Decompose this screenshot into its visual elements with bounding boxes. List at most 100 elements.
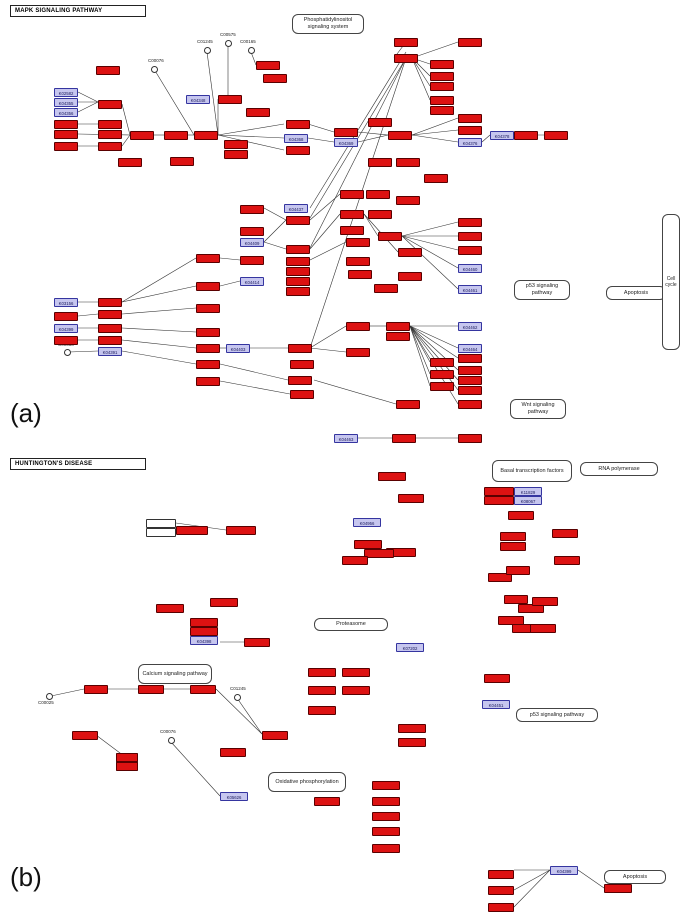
gene-node[interactable] (430, 96, 454, 105)
node-k07202[interactable]: K07202 (396, 643, 424, 652)
gene-node[interactable] (190, 618, 218, 627)
gene-node[interactable] (458, 218, 482, 227)
gene-node[interactable] (196, 377, 220, 386)
gene-node[interactable] (84, 685, 108, 694)
gene-node[interactable] (308, 668, 336, 677)
complex-box-2[interactable] (146, 528, 176, 537)
pathway-proteasome[interactable]: Proteasome (314, 618, 388, 631)
gene-node[interactable] (374, 284, 398, 293)
gene-node[interactable] (196, 282, 220, 291)
node-k05626[interactable]: K05626 (220, 792, 248, 801)
gene-node[interactable] (220, 748, 246, 757)
gene-node[interactable] (458, 366, 482, 375)
node-k04451[interactable]: K04451 (482, 700, 510, 709)
pathway-calcium-signaling[interactable]: Calcium signaling pathway (138, 664, 212, 684)
gene-node[interactable] (354, 540, 382, 549)
gene-node[interactable] (458, 434, 482, 443)
gene-node[interactable] (54, 130, 78, 139)
gene-node[interactable] (346, 257, 370, 266)
gene-node[interactable] (386, 322, 410, 331)
gene-node[interactable] (194, 131, 218, 140)
gene-node[interactable] (458, 126, 482, 135)
node-k04348[interactable]: K04348 (186, 95, 210, 104)
compound-circle-c00165[interactable] (248, 47, 255, 54)
gene-node[interactable] (368, 158, 392, 167)
gene-node[interactable] (544, 131, 568, 140)
gene-node[interactable] (130, 131, 154, 140)
gene-node[interactable] (290, 390, 314, 399)
gene-node[interactable] (286, 120, 310, 129)
gene-node[interactable] (342, 556, 368, 565)
gene-node[interactable] (72, 731, 98, 740)
node-k04403[interactable]: K04403 (226, 344, 250, 353)
gene-node[interactable] (554, 556, 580, 565)
gene-node[interactable] (156, 604, 184, 613)
gene-node[interactable] (396, 400, 420, 409)
node-k04461[interactable]: K04461 (458, 285, 482, 294)
compound-circle-c01245[interactable] (204, 47, 211, 54)
gene-node[interactable] (372, 797, 400, 806)
gene-node[interactable] (286, 267, 310, 276)
node-k04376[interactable]: K04376 (458, 138, 482, 147)
gene-node[interactable] (398, 494, 424, 503)
gene-node[interactable] (398, 272, 422, 281)
pathway-p53[interactable]: p53 signaling pathway (514, 280, 570, 300)
node-k04399[interactable]: K04399 (550, 866, 578, 875)
node-k04368[interactable]: K04368 (284, 134, 308, 143)
gene-node[interactable] (98, 336, 122, 345)
pathway-rna-polymerase[interactable]: RNA polymerase (580, 462, 658, 476)
gene-node[interactable] (484, 496, 514, 505)
gene-node[interactable] (500, 532, 526, 541)
node-k04399[interactable]: K04399 (54, 324, 78, 333)
gene-node[interactable] (164, 131, 188, 140)
gene-node[interactable] (224, 140, 248, 149)
gene-node[interactable] (458, 376, 482, 385)
gene-node[interactable] (176, 526, 208, 535)
gene-node[interactable] (484, 674, 510, 683)
gene-node[interactable] (458, 400, 482, 409)
gene-node[interactable] (288, 376, 312, 385)
pathway-cell-cycle[interactable]: Cell cycle (662, 214, 680, 350)
gene-node[interactable] (366, 190, 390, 199)
gene-node[interactable] (394, 54, 418, 63)
gene-node[interactable] (54, 312, 78, 321)
gene-node[interactable] (288, 344, 312, 353)
pathway-phosphatidylinositol[interactable]: Phosphatidylinositol signaling system (292, 14, 364, 34)
node-k04956[interactable]: K04956 (353, 518, 381, 527)
gene-node[interactable] (458, 232, 482, 241)
node-k04356[interactable]: K04356 (54, 108, 78, 117)
pathway-wnt[interactable]: Wnt signaling pathway (510, 399, 566, 419)
compound-circle-c00025[interactable] (46, 693, 53, 700)
gene-node[interactable] (604, 884, 632, 893)
compound-circle-c00338[interactable] (64, 349, 71, 356)
gene-node[interactable] (240, 256, 264, 265)
gene-node[interactable] (430, 358, 454, 367)
gene-node[interactable] (532, 597, 558, 606)
gene-node[interactable] (396, 158, 420, 167)
gene-node[interactable] (498, 616, 524, 625)
gene-node[interactable] (290, 360, 314, 369)
gene-node[interactable] (196, 254, 220, 263)
gene-node[interactable] (98, 142, 122, 151)
gene-node[interactable] (196, 304, 220, 313)
gene-node[interactable] (378, 472, 406, 481)
gene-node[interactable] (552, 529, 578, 538)
gene-node[interactable] (430, 72, 454, 81)
compound-circle-c00076[interactable] (168, 737, 175, 744)
compound-circle-c00076[interactable] (151, 66, 158, 73)
gene-node[interactable] (368, 210, 392, 219)
gene-node[interactable] (340, 210, 364, 219)
gene-node[interactable] (98, 130, 122, 139)
gene-node[interactable] (458, 38, 482, 47)
gene-node[interactable] (334, 128, 358, 137)
gene-node[interactable] (488, 573, 512, 582)
gene-node[interactable] (244, 638, 270, 647)
gene-node[interactable] (488, 903, 514, 912)
gene-node[interactable] (116, 753, 138, 762)
node-k04460[interactable]: K04460 (458, 264, 482, 273)
gene-node[interactable] (430, 82, 454, 91)
gene-node[interactable] (98, 120, 122, 129)
gene-node[interactable] (340, 190, 364, 199)
gene-node[interactable] (458, 246, 482, 255)
gene-node[interactable] (340, 226, 364, 235)
